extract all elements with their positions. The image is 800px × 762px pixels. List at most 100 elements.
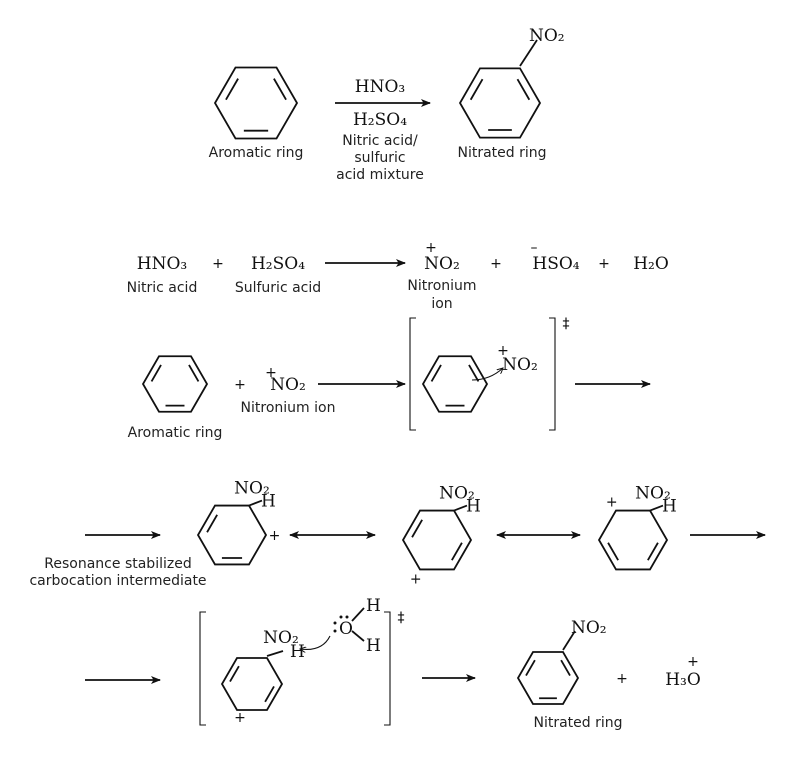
curved-electron-arrow: [471, 368, 503, 381]
nitric-acid-label: Nitric acid: [127, 280, 198, 296]
benzene-ring: [421, 355, 489, 413]
bond: [649, 504, 664, 512]
bisulfate: HSO₄: [532, 254, 579, 274]
benzene-ring: [213, 66, 299, 140]
nitronium-label: ion: [431, 296, 452, 312]
hydrogen: H: [261, 492, 276, 512]
sulfuric-acid-label: Sulfuric acid: [235, 280, 321, 296]
ddagger-symbol: ‡: [398, 610, 405, 626]
hydrogen: H: [366, 596, 381, 616]
cyclohexadienyl-cation-ring: [597, 509, 669, 571]
bond: [351, 607, 365, 622]
nitronium: NO₂: [270, 375, 306, 395]
double-bond: [525, 659, 536, 677]
nitro-group: NO₂: [234, 479, 270, 499]
positive-charge: +: [497, 343, 509, 359]
aromatic-ring-label: Aromatic ring: [209, 145, 304, 161]
reagent-hno3: HNO₃: [355, 77, 405, 97]
bond: [266, 650, 284, 657]
condition-line: sulfuric: [354, 150, 405, 166]
plus-sign: +: [212, 256, 224, 272]
nitro-group: NO₂: [571, 618, 607, 638]
positive-charge: +: [410, 571, 422, 587]
positive-charge: +: [269, 528, 281, 544]
double-bond: [273, 78, 287, 101]
hydrogen: H: [290, 642, 305, 662]
hydronium: H₃O: [665, 670, 701, 690]
plus-sign: +: [616, 671, 628, 687]
double-bond: [264, 685, 275, 703]
hydrogen: H: [366, 636, 381, 656]
oxygen: O: [339, 619, 353, 639]
lone-pair-dot: [345, 615, 349, 619]
hno3: HNO₃: [137, 254, 187, 274]
curved-electron-arrow: [300, 635, 331, 649]
positive-charge: +: [425, 240, 437, 256]
ring-bonds: [220, 657, 284, 711]
ring-bonds: [213, 66, 299, 140]
nitro-group: NO₂: [635, 484, 671, 504]
condition-line: acid mixture: [336, 167, 424, 183]
bond: [351, 630, 365, 642]
double-bond: [430, 364, 442, 382]
ddagger-symbol: ‡: [563, 316, 570, 332]
nitrated-ring-label: Nitrated ring: [533, 715, 622, 731]
double-bond: [206, 514, 218, 533]
double-bond: [229, 665, 240, 683]
ring-bonds: [421, 355, 489, 413]
double-bond: [150, 364, 162, 382]
nitrobenzene-ring: [458, 67, 542, 139]
ring-bonds: [597, 509, 669, 571]
nitro-group: NO₂: [263, 628, 299, 648]
ring-bonds: [141, 355, 209, 413]
transition-state-brackets: [199, 611, 391, 726]
intermediate-label: carbocation intermediate: [29, 573, 206, 589]
double-bond: [188, 364, 200, 382]
plus-sign: +: [598, 256, 610, 272]
lone-pair-dot: [333, 629, 337, 633]
positive-charge: +: [234, 710, 246, 726]
ring-bonds: [401, 509, 473, 571]
lone-pair-dot: [339, 615, 343, 619]
ring-bonds: [458, 67, 542, 139]
bond: [453, 504, 468, 512]
plus-sign: +: [234, 377, 246, 393]
cyclohexadienyl-cation-ring: [196, 504, 268, 566]
aromatic-ring-label: Aromatic ring: [128, 425, 223, 441]
cyclohexadienyl-cation-ring: [220, 657, 284, 711]
nitronium-label: Nitronium: [407, 278, 476, 294]
lone-pair-dot: [333, 621, 337, 625]
double-bond: [560, 659, 571, 677]
cyclohexadienyl-cation-ring: [401, 509, 473, 571]
plus-sign: +: [490, 256, 502, 272]
nitronium: NO₂: [502, 355, 538, 375]
bond: [562, 630, 576, 651]
double-bond: [468, 364, 480, 382]
hydrogen: H: [662, 497, 677, 517]
double-bond: [451, 542, 463, 561]
double-bond: [469, 78, 484, 101]
bond: [519, 39, 538, 67]
positive-charge: +: [606, 495, 618, 511]
positive-charge: +: [265, 365, 277, 381]
nitro-group: NO₂: [529, 26, 565, 46]
double-bond: [225, 78, 239, 101]
double-bond: [411, 519, 423, 538]
negative-charge: –: [531, 240, 538, 256]
bond: [248, 499, 263, 507]
ring-bonds: [516, 651, 580, 705]
hydrogen: H: [466, 497, 481, 517]
condition-line: Nitric acid/: [342, 133, 418, 149]
intermediate-label: Resonance stabilized: [44, 556, 191, 572]
double-bond: [607, 542, 619, 561]
positive-charge: +: [687, 654, 699, 670]
nitronium-label: Nitronium ion: [241, 400, 336, 416]
ring-bonds: [196, 504, 268, 566]
transition-state-brackets: [409, 317, 556, 431]
double-bond: [516, 78, 531, 101]
nitronium: NO₂: [424, 254, 460, 274]
benzene-ring: [141, 355, 209, 413]
nitro-group: NO₂: [439, 484, 475, 504]
water: H₂O: [633, 254, 669, 274]
